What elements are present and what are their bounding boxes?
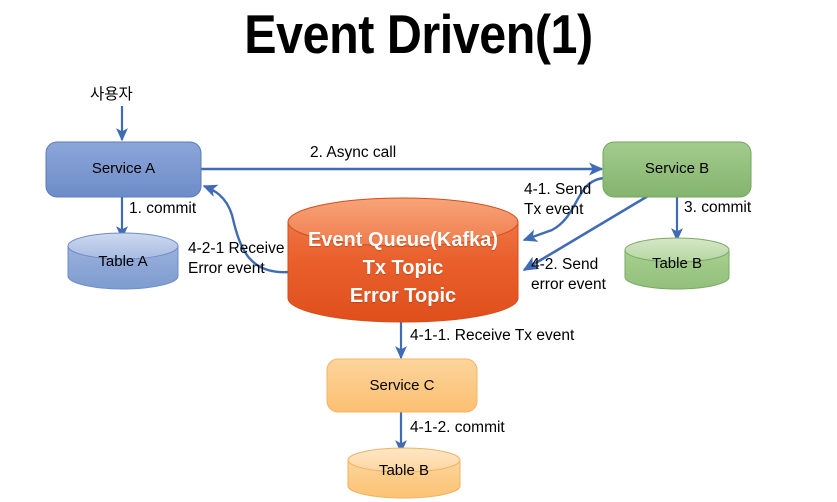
node-service-c	[326, 358, 478, 413]
edge-queue-to-service-a	[202, 184, 291, 274]
page-title: Event Driven(1)	[244, 3, 593, 65]
node-service-a	[45, 141, 202, 198]
edge-label-async-call: 2. Async call	[310, 144, 397, 161]
edge-label-send-tx-event-line2: Tx event	[524, 201, 584, 218]
edge-label-receive-tx-event: 4-1-1. Receive Tx event	[410, 327, 575, 344]
actor-user-label: 사용자	[90, 86, 133, 103]
edge-service-b-to-queue-tx	[522, 176, 606, 242]
edge-label-commit-4-1-2: 4-1-2. commit	[410, 419, 505, 436]
edge-label-send-error-event-line1: 4-2. Send	[531, 256, 599, 273]
node-event-queue	[287, 197, 519, 323]
edge-label-commit-3: 3. commit	[684, 199, 752, 216]
edge-label-send-error-event-line2: error event	[531, 276, 606, 293]
node-table-b-orange	[347, 447, 461, 499]
edge-service-b-to-queue-error	[522, 194, 649, 272]
node-table-b-green	[624, 237, 730, 290]
edge-label-receive-error-event-line1: 4-2-1 Receive	[188, 240, 285, 257]
node-service-b	[602, 141, 752, 198]
edge-label-send-tx-event-line1: 4-1. Send	[524, 181, 592, 198]
edge-label-commit-1: 1. commit	[129, 200, 197, 217]
edge-label-receive-error-event-line2: Error event	[188, 260, 265, 277]
node-table-a	[67, 232, 179, 290]
